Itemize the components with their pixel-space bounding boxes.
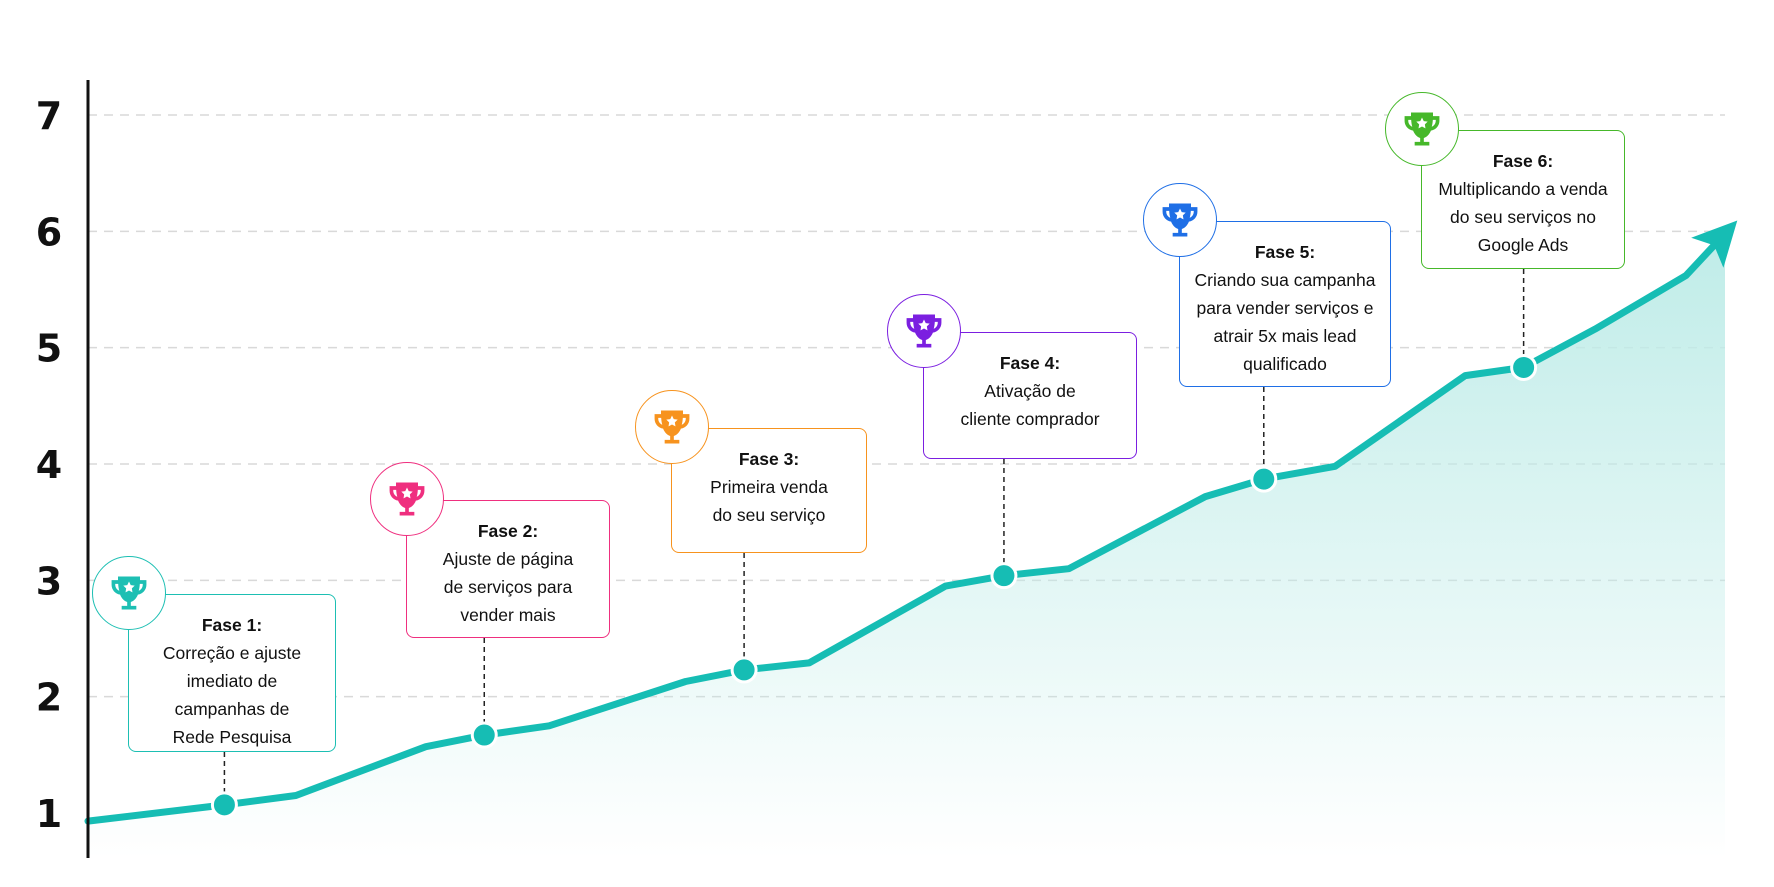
milestone-point [210,791,238,819]
milestone-card: Fase 3: Primeira venda do seu serviço [671,428,867,553]
milestone-badge [635,390,709,464]
milestone-description-line: Primeira venda [710,477,828,497]
y-tick-label: 1 [36,792,62,836]
milestone-description-line: campanhas de [174,699,290,719]
y-tick-label: 4 [36,443,62,487]
milestone-card: Fase 5: Criando sua campanha para vender s… [1179,221,1391,387]
milestone-description-line: Multiplicando a venda [1438,179,1608,199]
milestone-point [990,562,1018,590]
milestone-title: Fase 1: [201,615,263,635]
milestone-point [1250,465,1278,493]
milestone-description-line: Correção e ajuste [162,643,302,663]
milestone-card: Fase 6: Multiplicando a venda do seu servi… [1421,130,1625,269]
trophy-icon [1404,112,1440,146]
milestone-description-line: vender mais [460,605,556,625]
y-tick-label: 5 [36,327,62,371]
milestone-description-line: Ativação de [984,381,1076,401]
milestone-connectors [223,269,1525,795]
milestone-badge [1385,92,1459,166]
milestone-description-line: do seu serviços no [1450,207,1596,227]
milestone-card: Fase 1: Correção e ajuste imediato de campa… [128,594,336,752]
milestone-title: Fase 6: [1492,151,1554,171]
milestone-card: Fase 4: Ativação de cliente comprador [923,332,1137,459]
milestone-description-line: imediato de [186,671,278,691]
milestone-description-line: Ajuste de página [442,549,574,569]
milestone-description-line: Rede Pesquisa [172,727,292,747]
milestone-card: Fase 2: Ajuste de página de serviços para v… [406,500,610,638]
milestone-badge [887,294,961,368]
trophy-icon [654,410,690,444]
milestone-point [470,721,498,749]
milestone-badge [370,462,444,536]
arrow-head-icon [1691,220,1738,268]
trophy-icon [906,314,942,348]
trophy-icon [389,482,425,516]
milestone-points [210,353,1538,819]
y-tick-label: 2 [36,676,62,720]
milestone-description-line: de serviços para [443,577,573,597]
milestone-description-line: Google Ads [1477,235,1569,255]
trophy-icon [1162,203,1198,237]
milestone-title: Fase 2: [477,521,539,541]
milestone-point [730,656,758,684]
milestone-description-line: atrair 5x mais lead [1213,326,1357,346]
milestone-badge [1143,183,1217,257]
milestone-description-line: para vender serviços e [1196,298,1374,318]
milestone-description-line: cliente comprador [960,409,1100,429]
y-tick-label: 7 [36,94,62,138]
milestone-title: Fase 4: [999,353,1061,373]
milestone-description-line: Criando sua campanha [1194,270,1376,290]
milestone-badge [92,556,166,630]
y-axis-ticks: 1 2 3 4 5 6 7 [36,94,62,836]
milestone-point [1510,353,1538,381]
y-tick-label: 6 [36,210,62,254]
milestone-title: Fase 5: [1254,242,1316,262]
milestone-description-line: qualificado [1243,354,1327,374]
y-tick-label: 3 [36,559,62,603]
milestone-description-line: do seu serviço [712,505,826,525]
area-fill [88,233,1725,858]
milestone-title: Fase 3: [738,449,800,469]
trophy-icon [111,576,147,610]
